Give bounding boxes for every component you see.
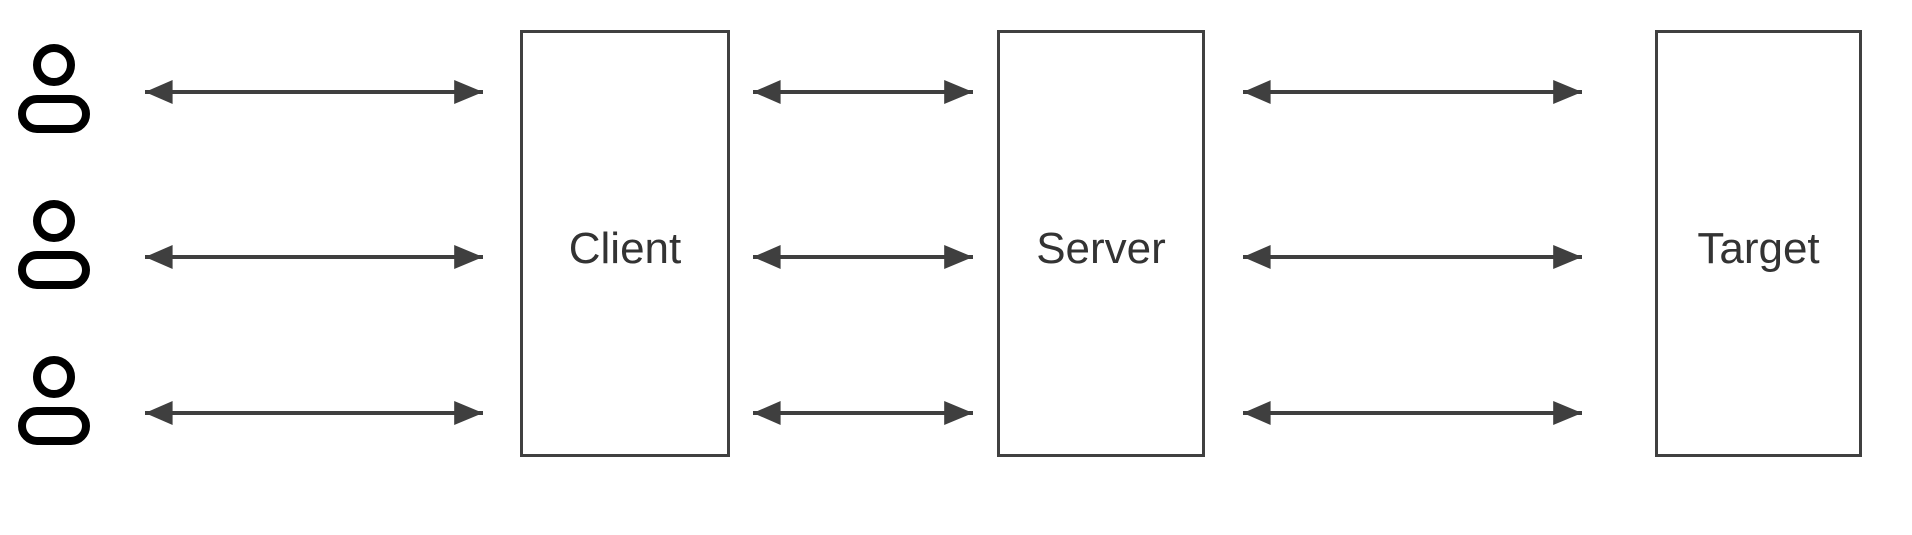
person-icon (22, 48, 86, 129)
person-icon (22, 204, 86, 285)
users-client-arrows (144, 80, 484, 425)
person-icon (22, 360, 86, 441)
target-node-label: Target (1697, 223, 1820, 273)
client-node: Client (520, 30, 730, 457)
target-node: Target (1655, 30, 1862, 457)
client-server-arrows (752, 80, 974, 425)
server-node: Server (997, 30, 1205, 457)
client-node-label: Client (568, 223, 682, 273)
server-target-arrows (1242, 80, 1583, 425)
server-node-label: Server (1036, 223, 1166, 273)
